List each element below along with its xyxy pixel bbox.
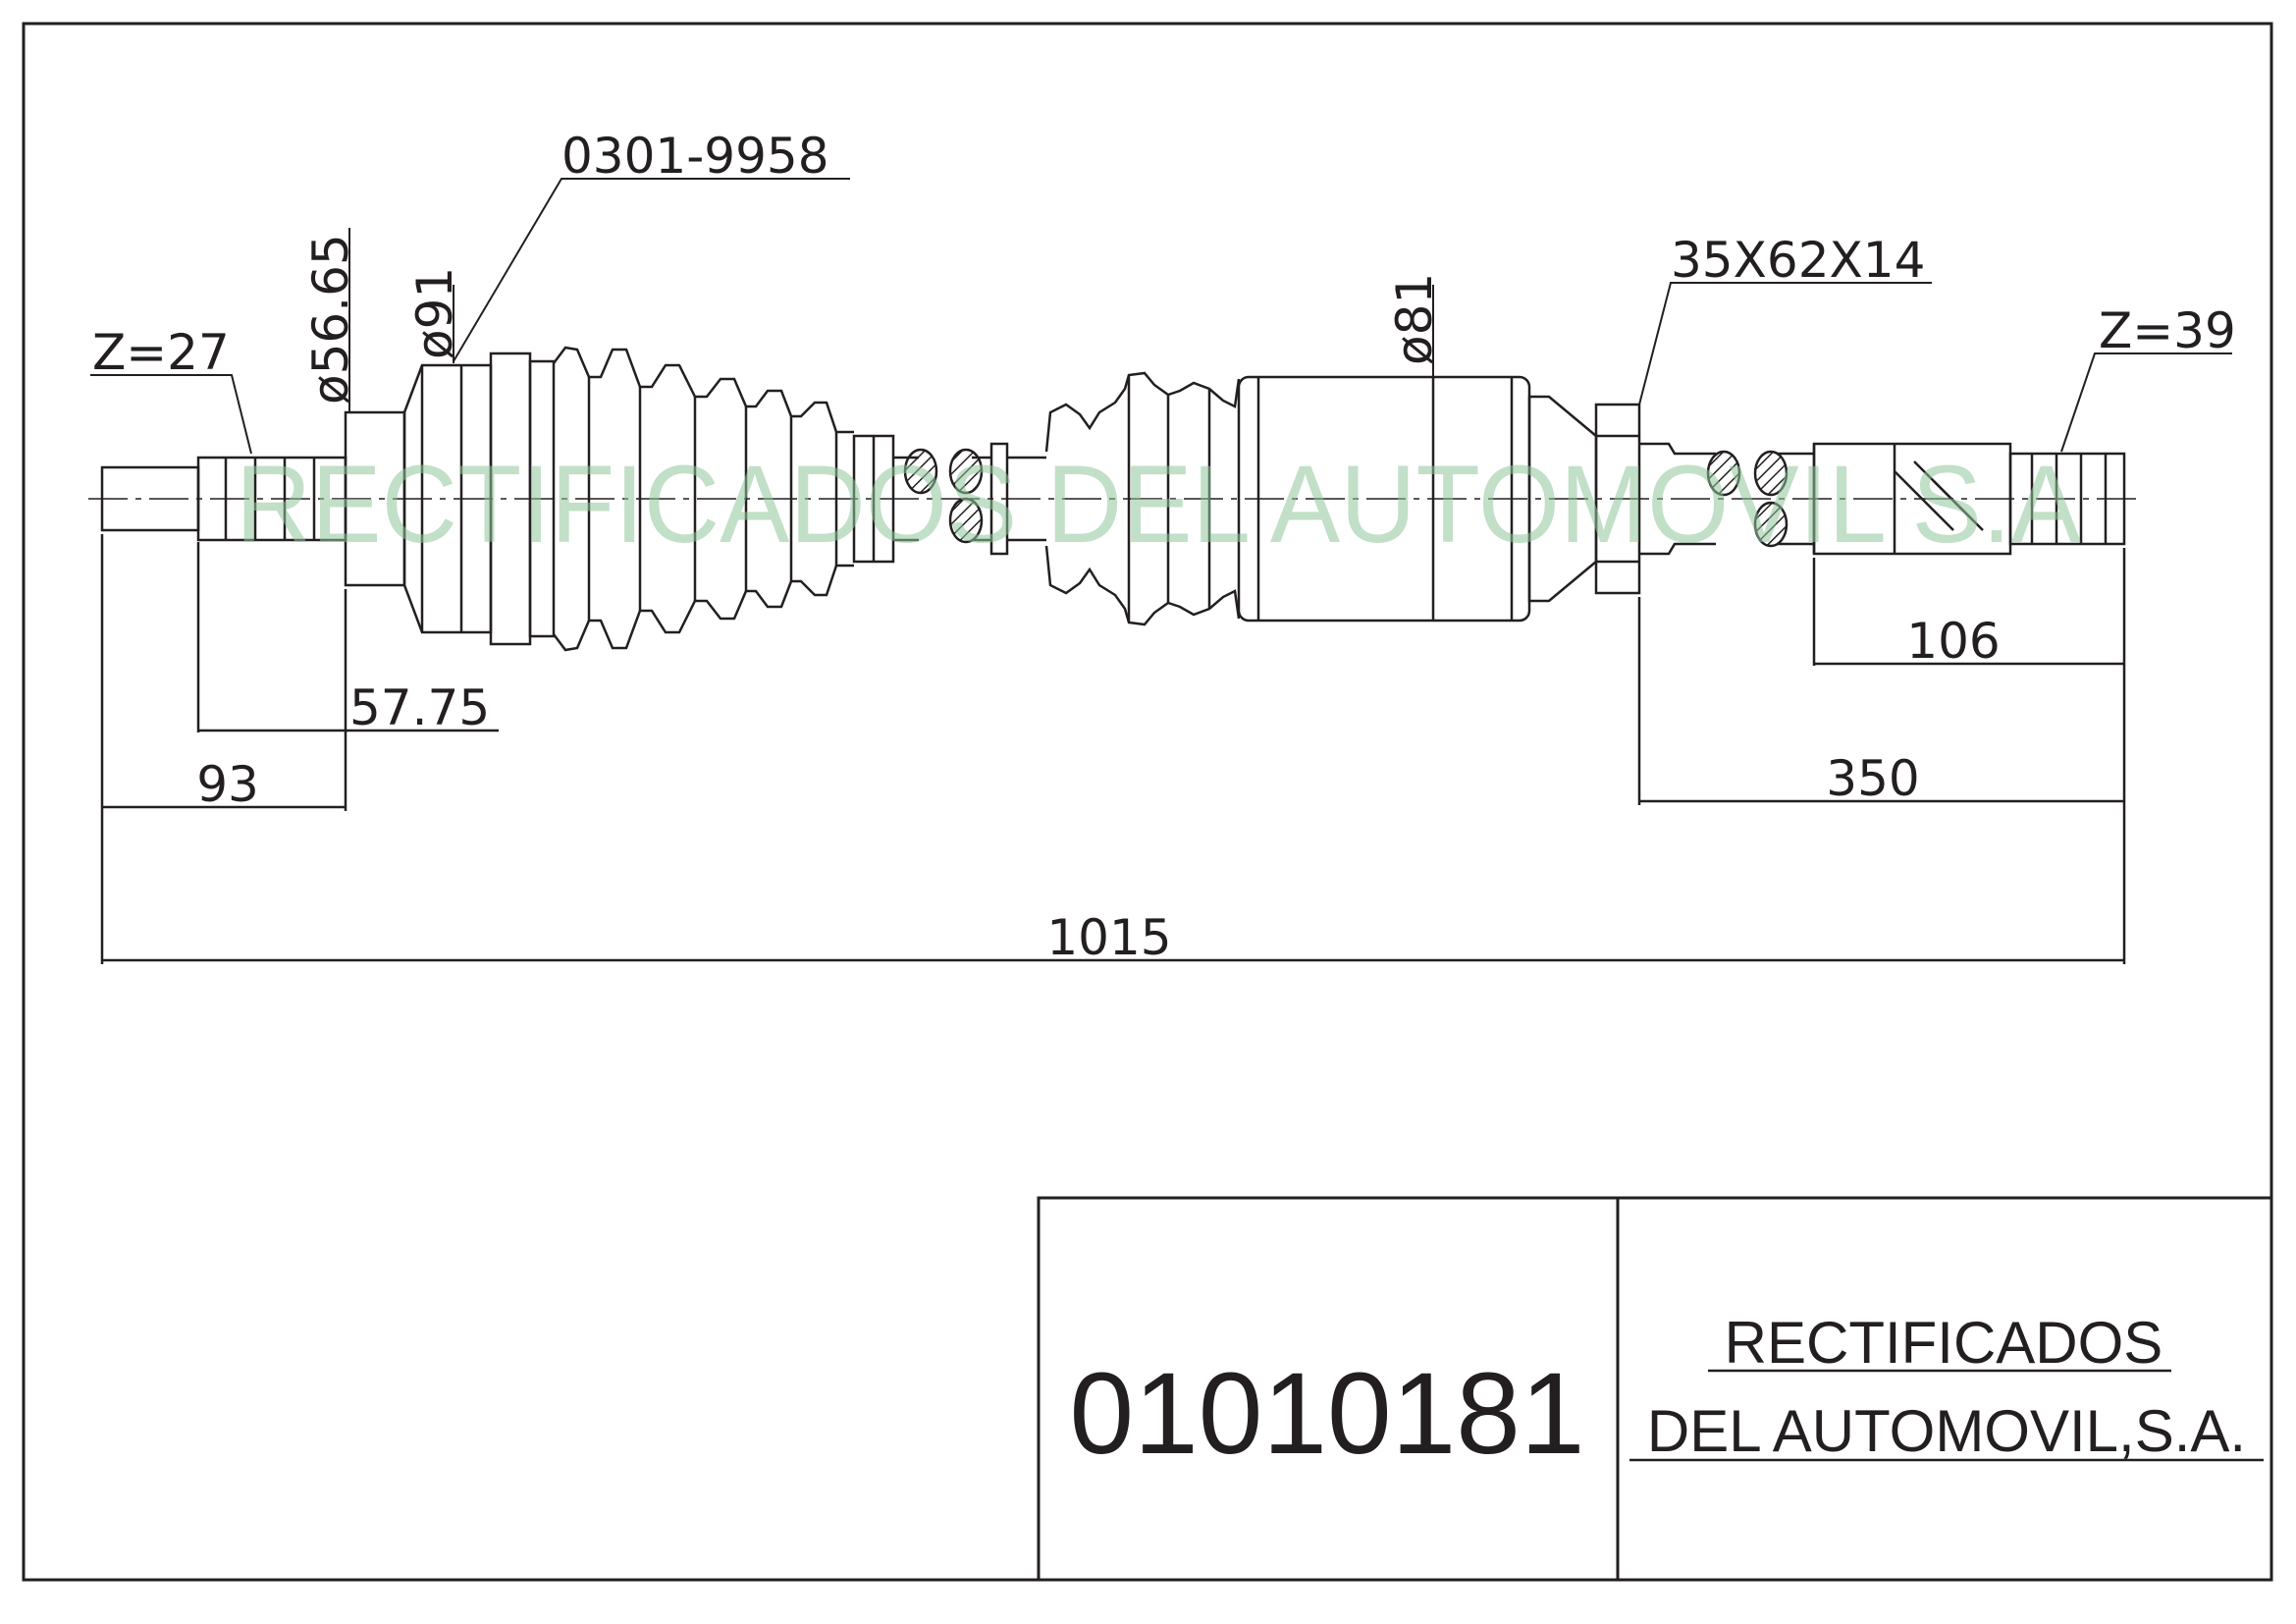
dimension-1015: 1015 xyxy=(1046,909,1171,966)
label-bearing: 35X62X14 xyxy=(1671,232,1925,289)
dimension-350: 350 xyxy=(1826,750,1919,807)
company-line-2: DEL AUTOMOVIL,S.A. xyxy=(1647,1398,2246,1464)
title-block xyxy=(1037,1196,2271,1580)
label-diameter-81: ø81 xyxy=(1386,273,1443,365)
leader-lines xyxy=(90,178,2232,455)
label-spline-left: Z=27 xyxy=(92,324,230,381)
watermark: RECTIFICADOS DEL AUTOMOVIL S.A xyxy=(236,443,2081,566)
label-diameter-56: ø56.65 xyxy=(302,234,359,405)
dimension-106: 106 xyxy=(1906,613,2000,670)
hatched-sections xyxy=(903,448,1789,548)
dimension-57-75: 57.75 xyxy=(349,679,490,736)
label-boot-ref: 0301-9958 xyxy=(561,128,829,185)
dimension-93: 93 xyxy=(196,756,259,813)
part-number: 01010181 xyxy=(1069,1349,1584,1479)
label-diameter-91: ø91 xyxy=(406,267,463,359)
company-line-1: RECTIFICADOS xyxy=(1725,1310,2163,1376)
label-spline-right: Z=39 xyxy=(2099,302,2236,359)
dimension-lines xyxy=(100,534,2126,964)
drive-shaft-outline xyxy=(88,346,2140,652)
drawing-frame xyxy=(22,22,2273,1582)
